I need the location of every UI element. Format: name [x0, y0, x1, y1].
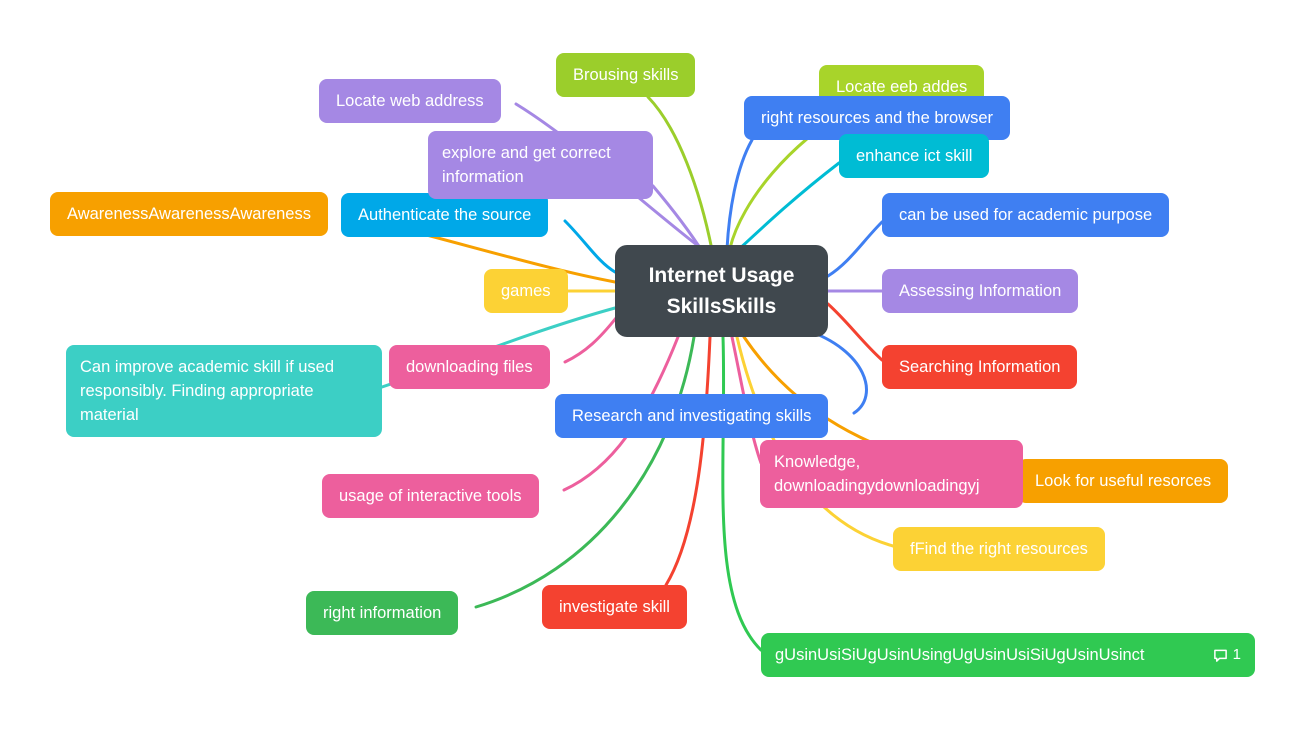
comment-badge[interactable]: 1: [1213, 643, 1241, 667]
connector-explore-information: [651, 184, 706, 256]
node-label: Research and investigating skills: [572, 407, 812, 425]
node-explore-information[interactable]: explore and get correct information: [428, 131, 653, 199]
node-investigate-skill[interactable]: investigate skill: [542, 585, 687, 629]
node-authenticate-source[interactable]: Authenticate the source: [341, 193, 549, 237]
central-topic-label: Internet Usage SkillsSkills: [648, 264, 795, 318]
node-look-useful-resorces[interactable]: Look for useful resorces: [1018, 459, 1229, 503]
node-assessing-information[interactable]: Assessing Information: [882, 269, 1079, 313]
connector-investigate-skill: [664, 335, 712, 587]
node-label: games: [501, 282, 551, 300]
node-can-improve-academic[interactable]: Can improve academic skill if used respo…: [66, 345, 382, 437]
node-label: explore and get correct information: [442, 144, 611, 186]
connector-brousing-skills: [646, 95, 714, 252]
node-awareness[interactable]: AwarenessAwarenessAwareness: [50, 192, 328, 236]
connector-gusin: [721, 335, 763, 652]
node-gusin[interactable]: gUsinUsiSiUgUsinUsingUgUsinUsiSiUgUsinUs…: [761, 633, 1255, 677]
connector-searching-information: [826, 302, 884, 362]
node-label: Knowledge, downloadingydownloadingyj: [774, 453, 980, 495]
node-right-information[interactable]: right information: [306, 591, 459, 635]
node-label: right information: [323, 604, 442, 622]
connector-enhance-ict: [734, 161, 841, 254]
node-label: Assessing Information: [899, 282, 1062, 300]
node-downloading-files[interactable]: downloading files: [389, 345, 550, 389]
central-topic[interactable]: Internet Usage SkillsSkills: [615, 245, 828, 337]
node-label: right resources and the browser: [761, 109, 994, 127]
node-searching-information[interactable]: Searching Information: [882, 345, 1078, 389]
node-interactive-tools[interactable]: usage of interactive tools: [322, 474, 539, 518]
node-label: Locate web address: [336, 92, 484, 110]
node-label: Authenticate the source: [358, 206, 532, 224]
node-label: Locate eeb addes: [836, 78, 968, 96]
connector-research-skills: [804, 328, 868, 415]
node-label: Brousing skills: [573, 66, 679, 84]
node-label: enhance ict skill: [856, 147, 973, 165]
node-label: usage of interactive tools: [339, 487, 522, 505]
node-ffind-right-resources[interactable]: fFind the right resources: [893, 527, 1105, 571]
node-label: Searching Information: [899, 358, 1061, 376]
connector-academic-purpose: [826, 220, 884, 278]
connector-right-information: [474, 335, 696, 609]
connector-downloading-files: [563, 316, 618, 364]
node-label: Look for useful resorces: [1035, 472, 1212, 490]
node-label: AwarenessAwarenessAwareness: [67, 205, 311, 223]
node-right-resources-browser[interactable]: right resources and the browser: [744, 96, 1011, 140]
node-enhance-ict-skill[interactable]: enhance ict skill: [839, 134, 990, 178]
connector-right-resources-browser: [725, 138, 754, 251]
node-knowledge-downloading[interactable]: Knowledge, downloadingydownloadingyj: [760, 440, 1023, 508]
node-label: can be used for academic purpose: [899, 206, 1153, 224]
node-academic-purpose[interactable]: can be used for academic purpose: [882, 193, 1170, 237]
node-label: fFind the right resources: [910, 540, 1088, 558]
node-label: investigate skill: [559, 598, 670, 616]
node-label: Can improve academic skill if used respo…: [80, 358, 335, 424]
connector-authenticate-source: [563, 219, 617, 274]
node-label: gUsinUsiSiUgUsinUsingUgUsinUsiSiUgUsinUs…: [775, 646, 1145, 664]
node-brousing-skills[interactable]: Brousing skills: [556, 53, 696, 97]
node-research-investigating[interactable]: Research and investigating skills: [555, 394, 829, 438]
comment-icon: [1213, 649, 1227, 662]
comment-count: 1: [1232, 646, 1241, 663]
node-locate-web-address[interactable]: Locate web address: [319, 79, 501, 123]
node-label: downloading files: [406, 358, 533, 376]
node-games[interactable]: games: [484, 269, 568, 313]
